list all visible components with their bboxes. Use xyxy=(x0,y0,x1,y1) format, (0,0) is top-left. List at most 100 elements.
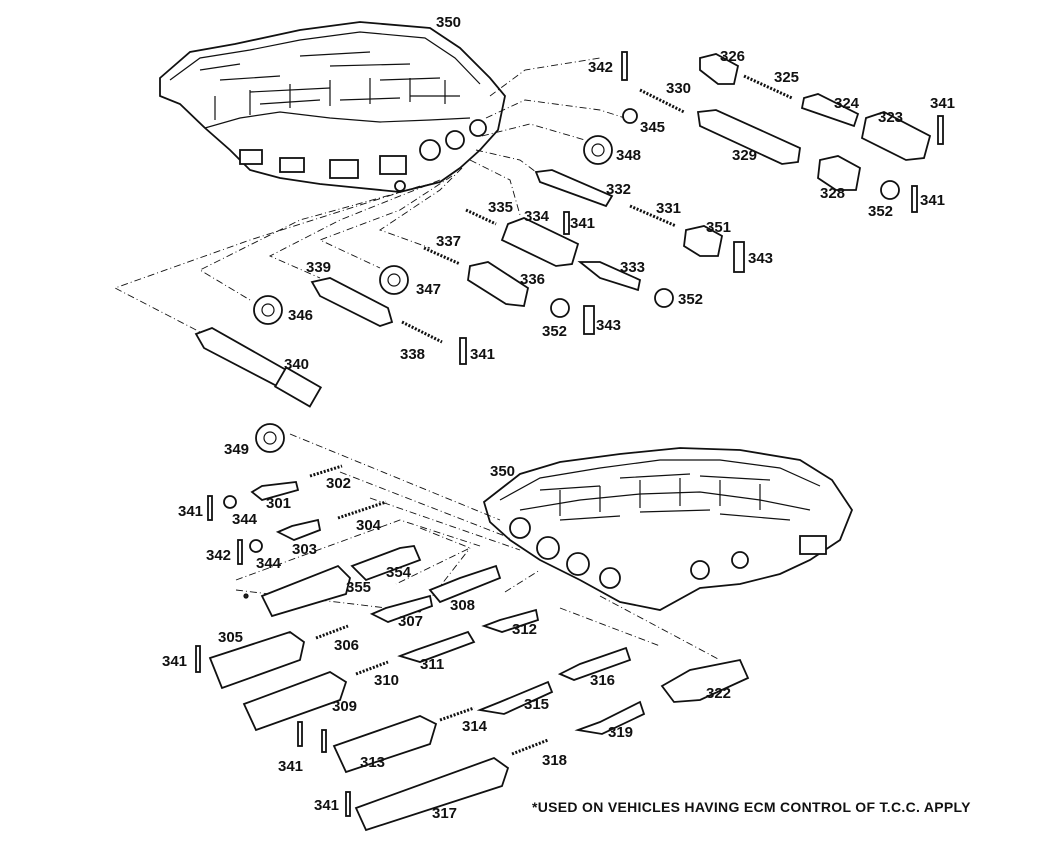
label-334: 334 xyxy=(524,208,550,225)
part-316 xyxy=(557,646,632,681)
label-314: 314 xyxy=(462,718,488,735)
part-labels: 350 326 342 325 330 324 341 323 345 348 … xyxy=(162,14,955,822)
part-311 xyxy=(397,630,476,663)
part-322 xyxy=(660,658,750,703)
part-334 xyxy=(500,217,580,267)
part-355 xyxy=(260,564,351,618)
part-325-spring xyxy=(743,74,793,100)
part-341-pin-h xyxy=(321,729,327,753)
part-304-spring xyxy=(337,500,387,520)
label-349: 349 xyxy=(224,441,249,458)
part-333 xyxy=(577,261,642,292)
part-314-spring xyxy=(439,706,475,722)
part-313 xyxy=(332,715,438,774)
label-305: 305 xyxy=(218,629,243,646)
label-355: 355 xyxy=(346,579,371,596)
label-336: 336 xyxy=(520,271,545,288)
part-330-spring xyxy=(639,88,685,114)
label-348: 348 xyxy=(616,147,641,164)
part-341-pin-b xyxy=(563,211,570,235)
label-341-f: 341 xyxy=(162,653,187,670)
label-337: 337 xyxy=(436,233,461,250)
part-344-a xyxy=(223,495,237,509)
label-330: 330 xyxy=(666,80,691,97)
label-325: 325 xyxy=(774,69,799,86)
label-312: 312 xyxy=(512,621,537,638)
label-311: 311 xyxy=(420,656,444,673)
label-345: 345 xyxy=(640,119,665,136)
label-302: 302 xyxy=(326,475,351,492)
label-329: 329 xyxy=(732,147,757,164)
label-344-b: 344 xyxy=(256,555,282,572)
label-338: 338 xyxy=(400,346,425,363)
label-307: 307 xyxy=(398,613,423,630)
label-341-c: 341 xyxy=(570,215,595,232)
label-318: 318 xyxy=(542,752,567,769)
label-317: 317 xyxy=(432,805,457,822)
part-345 xyxy=(622,108,638,124)
label-341-a: 341 xyxy=(930,95,955,112)
part-309 xyxy=(242,671,348,732)
label-342-a: 342 xyxy=(588,59,613,76)
label-332: 332 xyxy=(606,181,631,198)
label-341-g: 341 xyxy=(278,758,303,775)
part-328 xyxy=(817,155,862,191)
label-343-a: 343 xyxy=(596,317,621,334)
label-352-a: 352 xyxy=(542,323,567,340)
label-350-upper: 350 xyxy=(436,14,461,31)
part-332 xyxy=(534,169,614,208)
label-315: 315 xyxy=(524,696,549,713)
part-323 xyxy=(860,111,932,161)
part-339 xyxy=(310,277,394,327)
part-318-spring xyxy=(511,738,549,756)
label-347: 347 xyxy=(416,281,441,298)
part-338-spring xyxy=(401,320,443,344)
part-340 xyxy=(194,327,323,408)
asterisk-marker xyxy=(243,593,249,599)
part-354 xyxy=(350,545,422,582)
lower-parts xyxy=(195,423,750,832)
part-326 xyxy=(699,53,740,85)
part-341-pin-i xyxy=(345,791,351,817)
part-308 xyxy=(428,564,502,604)
part-342-pin-b xyxy=(237,539,243,565)
part-348 xyxy=(583,135,613,165)
label-354: 354 xyxy=(386,564,412,581)
part-352-a xyxy=(550,298,570,318)
label-343-b: 343 xyxy=(748,250,773,267)
upper-valve-body xyxy=(159,21,506,193)
part-341-pin-e xyxy=(207,495,213,521)
upper-leader-lines xyxy=(113,57,626,333)
label-326: 326 xyxy=(720,48,745,65)
label-352-c: 352 xyxy=(868,203,893,220)
part-341-pin-d xyxy=(937,115,944,145)
label-308: 308 xyxy=(450,597,475,614)
label-341-b: 341 xyxy=(920,192,945,209)
label-342-b: 342 xyxy=(206,547,231,564)
part-343-b xyxy=(733,241,745,273)
label-341-h: 341 xyxy=(314,797,339,814)
label-335: 335 xyxy=(488,199,513,216)
part-342-pin xyxy=(621,51,628,81)
label-310: 310 xyxy=(374,672,399,689)
label-340: 340 xyxy=(284,356,309,373)
footnote: *USED ON VEHICLES HAVING ECM CONTROL OF … xyxy=(532,799,971,815)
label-324: 324 xyxy=(834,95,860,112)
label-309: 309 xyxy=(332,698,357,715)
upper-parts xyxy=(194,51,944,408)
label-341-e: 341 xyxy=(178,503,203,520)
part-305 xyxy=(208,631,306,690)
part-303 xyxy=(275,518,322,541)
part-347 xyxy=(379,265,409,295)
label-344-a: 344 xyxy=(232,511,258,528)
label-303: 303 xyxy=(292,541,317,558)
part-335-spring xyxy=(465,208,497,226)
part-352-b xyxy=(654,288,674,308)
part-331-spring xyxy=(629,204,677,228)
part-351 xyxy=(683,225,724,257)
part-341-pin-c xyxy=(911,185,918,213)
part-301 xyxy=(250,481,300,501)
label-352-b: 352 xyxy=(678,291,703,308)
lower-valve-body xyxy=(482,447,854,611)
